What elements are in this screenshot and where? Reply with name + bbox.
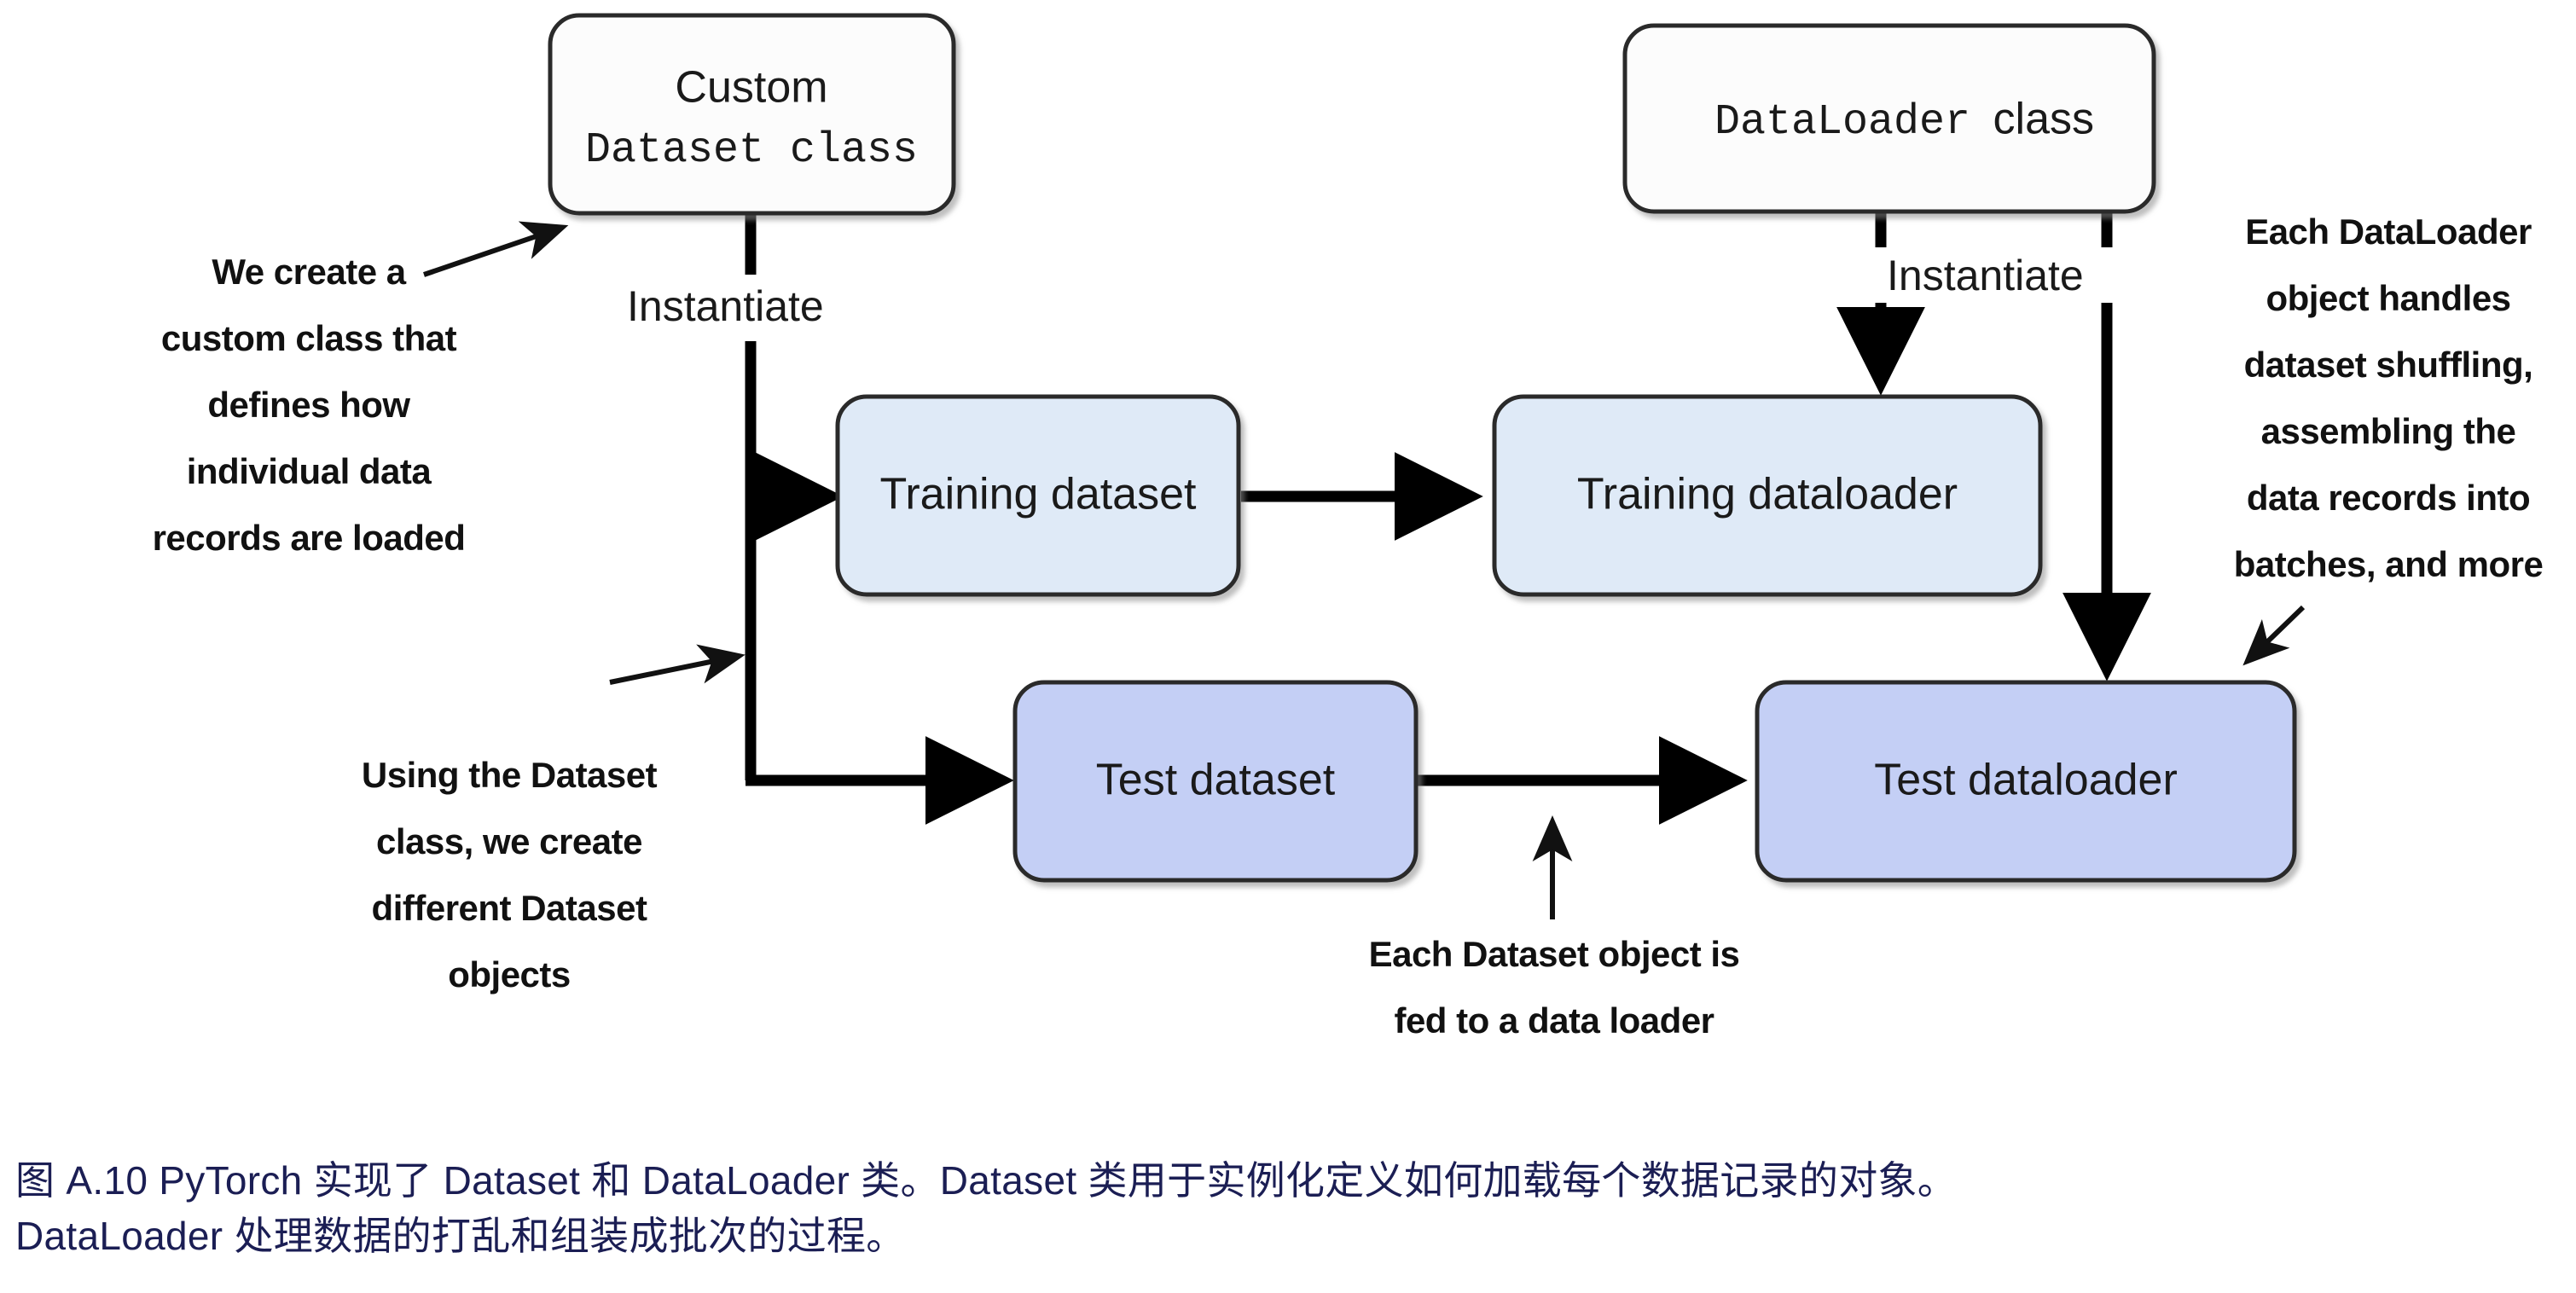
pointer-arrow-create-custom-class <box>423 221 569 277</box>
node-test-dataloader[interactable]: Test dataloader <box>1755 680 2297 883</box>
annotation-using-dataset-class: Using the Dataset class, we create diffe… <box>362 755 658 994</box>
annotation-line: different Dataset <box>372 888 647 928</box>
caption-line-1: 图 A.10 PyTorch 实现了 Dataset 和 DataLoader … <box>15 1158 1958 1203</box>
annotation-line: fed to a data loader <box>1394 1000 1714 1041</box>
annotation-line: Using the Dataset <box>362 755 658 795</box>
node-label-test-dataloader: Test dataloader <box>1874 756 2178 805</box>
figure-caption: 图 A.10 PyTorch 实现了 Dataset 和 DataLoader … <box>15 1153 2540 1265</box>
node-label-dataset-class: Dataset class <box>585 126 918 175</box>
node-dataloader-class[interactable]: DataLoader class <box>1622 23 2156 214</box>
node-label-training-dataloader: Training dataloader <box>1577 470 1958 519</box>
node-label-custom: Custom <box>675 63 827 113</box>
annotation-line: class, we create <box>376 821 642 861</box>
annotation-each-dataloader: Each DataLoader object handles dataset s… <box>2234 212 2544 584</box>
node-test-dataset[interactable]: Test dataset <box>1012 680 1419 883</box>
annotation-line: assembling the <box>2261 411 2516 451</box>
node-label-dataloader-mono: DataLoader <box>1714 98 1970 147</box>
annotation-line: batches, and more <box>2234 544 2544 584</box>
node-training-dataset[interactable]: Training dataset <box>835 394 1241 597</box>
edge-label-instantiate-right: Instantiate <box>1887 252 2084 299</box>
annotation-line: custom class that <box>161 318 457 358</box>
node-label-dataloader-plain: class <box>1981 95 2094 144</box>
annotation-line: Each DataLoader <box>2245 212 2532 252</box>
annotation-create-custom-class: We create a custom class that defines ho… <box>153 252 466 558</box>
annotation-each-dataset-fed: Each Dataset object is fed to a data loa… <box>1369 934 1740 1041</box>
annotation-line: object handles <box>2266 278 2510 318</box>
caption-line-2: DataLoader 处理数据的打乱和组装成批次的过程。 <box>15 1214 906 1259</box>
node-custom-dataset-class[interactable]: Custom Dataset class <box>548 13 956 216</box>
pointer-arrow-each-dataloader <box>2242 605 2306 666</box>
edge-label-instantiate-left: Instantiate <box>627 282 824 330</box>
node-label-test-dataset: Test dataset <box>1096 756 1336 805</box>
annotation-line: individual data <box>187 451 432 491</box>
pointer-arrow-using-dataset-class <box>609 644 746 685</box>
annotation-line: defines how <box>207 385 410 425</box>
annotation-line: objects <box>448 954 571 994</box>
node-training-dataloader[interactable]: Training dataloader <box>1492 394 2043 597</box>
node-label-dataloader-group: DataLoader class <box>1714 95 2094 147</box>
annotation-line: dataset shuffling, <box>2244 345 2533 385</box>
dataset-dataloader-diagram: Custom Dataset class DataLoader class Tr… <box>153 13 2544 1041</box>
annotation-line: data records into <box>2247 478 2530 518</box>
node-label-training-dataset: Training dataset <box>880 470 1198 519</box>
annotation-line: records are loaded <box>153 518 466 558</box>
annotation-line: We create a <box>212 252 406 292</box>
annotation-line: Each Dataset object is <box>1369 934 1740 974</box>
